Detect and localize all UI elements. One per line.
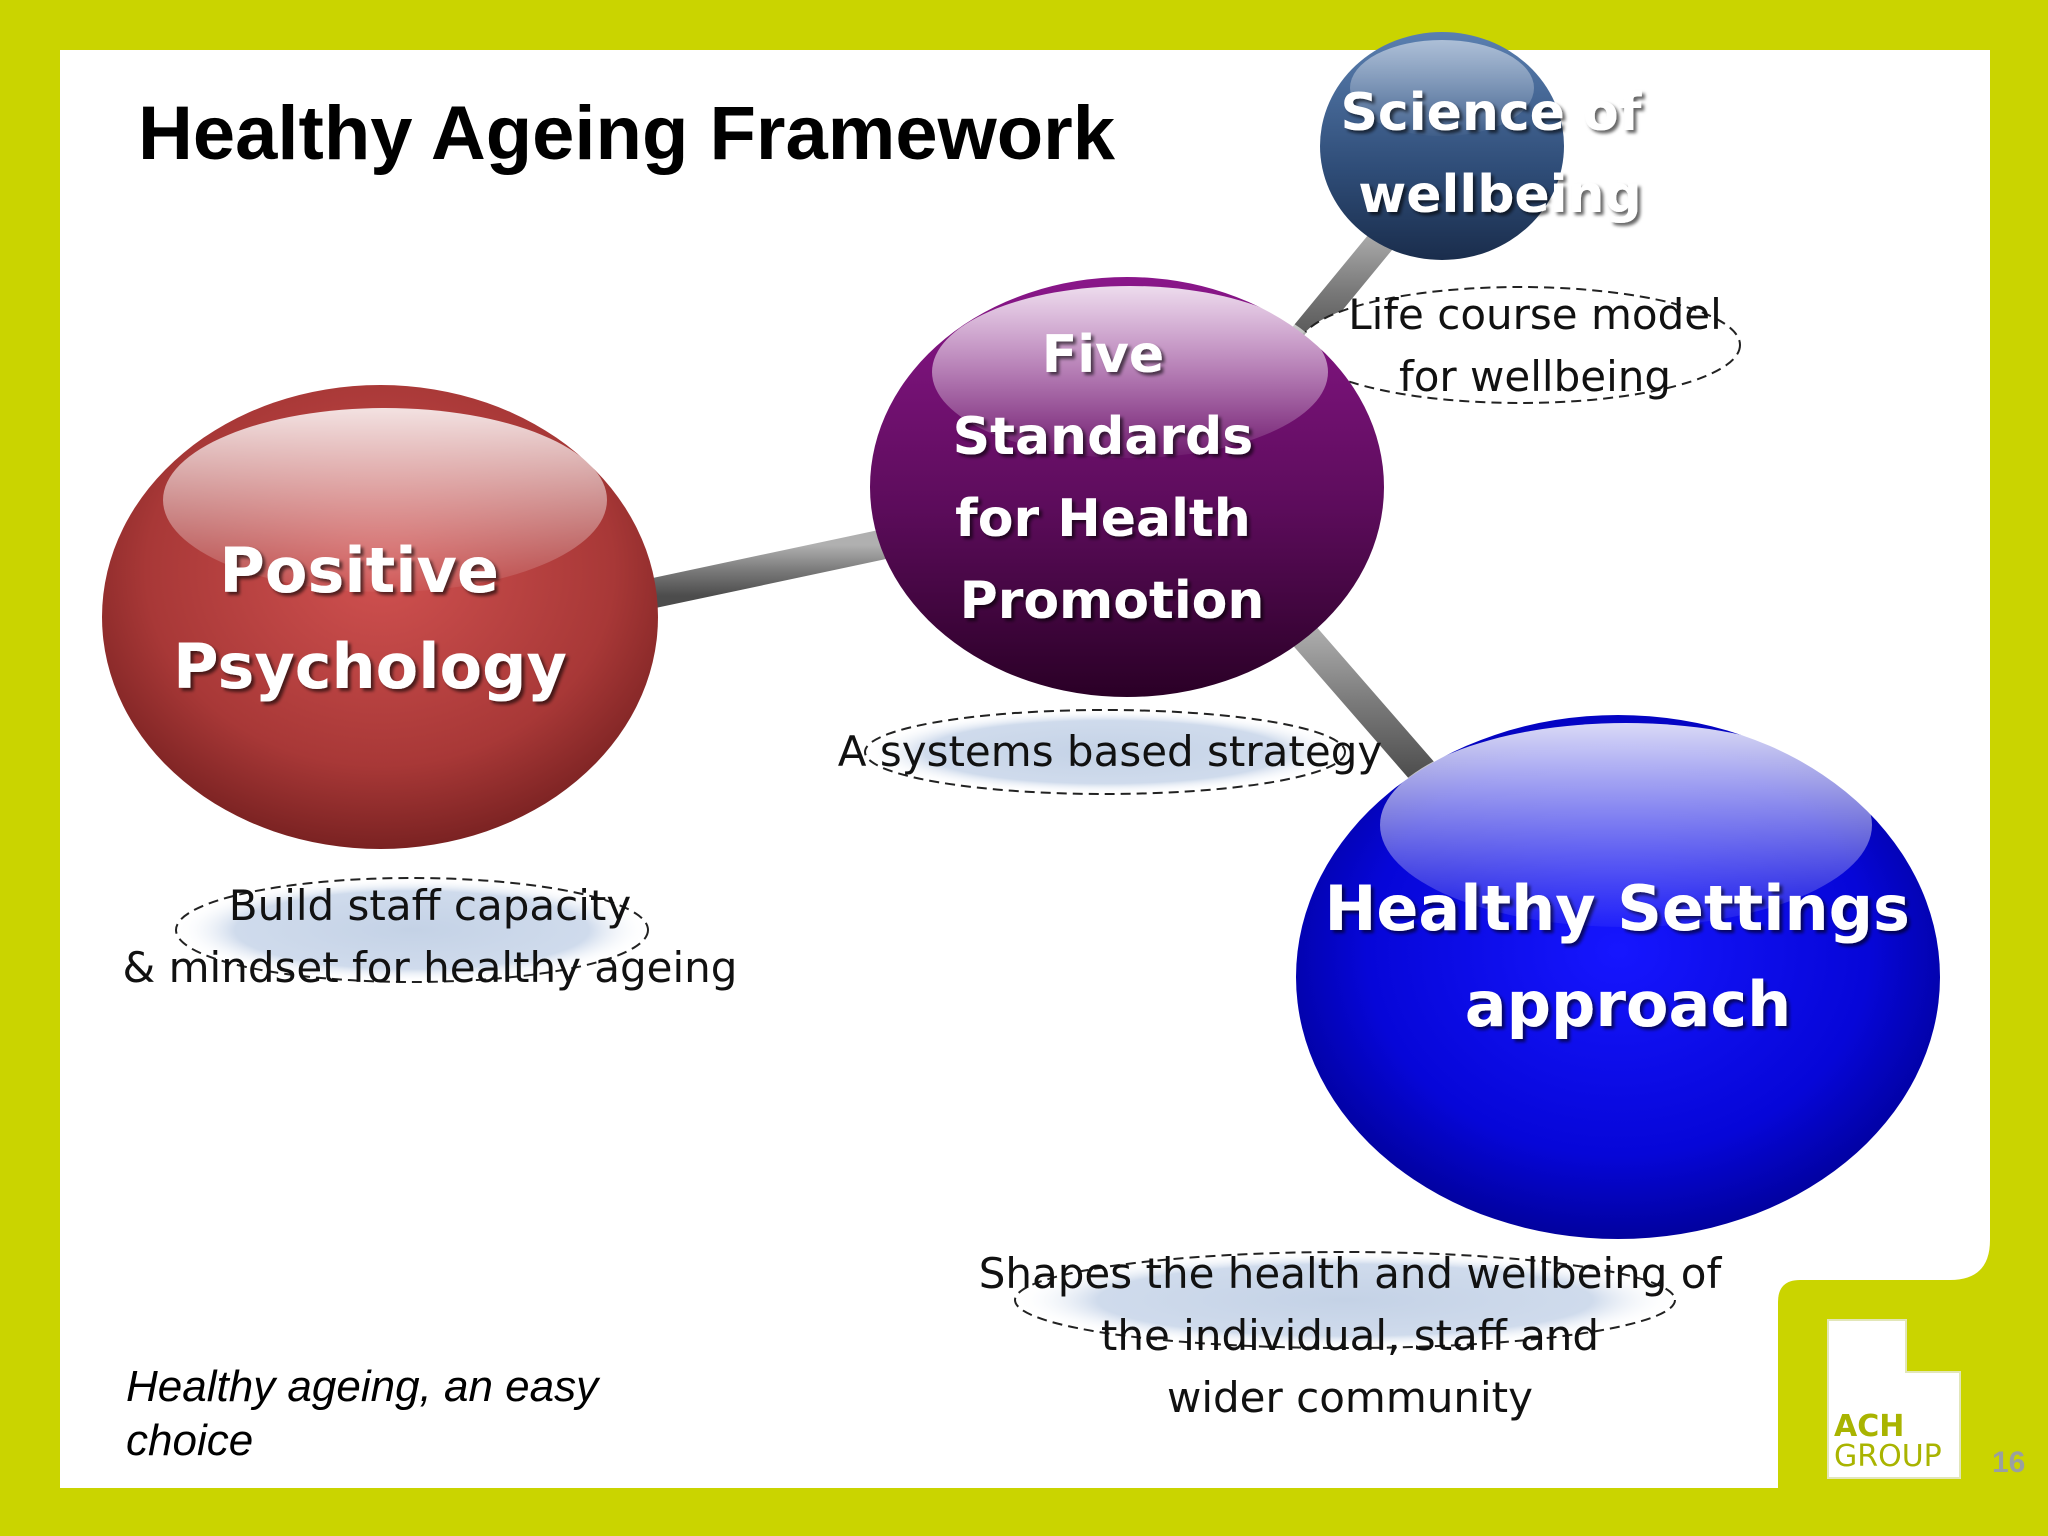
node-label-line: Psychology [173, 630, 567, 703]
node-label: Science of wellbeing [1340, 83, 1659, 225]
node-five-standards: Five Standards for Health Promotion [870, 277, 1384, 697]
sphere-highlight [1350, 40, 1534, 136]
node-label: Healthy Settings approach [1324, 872, 1931, 1041]
caption-five-standards: A systems based strategy [800, 721, 1420, 783]
caption-line: wider community [1167, 1373, 1533, 1422]
node-label-line: for Health [955, 489, 1251, 549]
caption-line: the individual, staff and [1100, 1311, 1600, 1360]
page-number: 16 [1992, 1446, 2026, 1479]
caption-line: A systems based strategy [837, 727, 1383, 776]
halo-science [1299, 286, 1741, 404]
node-label-line: Positive [219, 534, 499, 607]
sphere-highlight [163, 408, 607, 592]
halo-settings [1014, 1251, 1676, 1349]
node-label: Five Standards for Health Promotion [953, 325, 1272, 631]
logo-text-line1: ACH [1834, 1409, 1904, 1444]
caption-positive-psychology: Build staff capacity & mindset for healt… [70, 875, 790, 999]
tagline-line: choice [126, 1416, 254, 1465]
node-label-line: wellbeing [1358, 165, 1642, 225]
halo-psych [175, 877, 649, 983]
logo-shape [1827, 1319, 1961, 1479]
halo-five [864, 709, 1346, 795]
node-healthy-settings: Healthy Settings approach [1296, 715, 1940, 1239]
node-label-line: Science of [1340, 83, 1642, 143]
node-label-line: Standards [953, 407, 1254, 467]
node-label: Positive Psychology [173, 534, 567, 703]
tagline-line: Healthy ageing, an easy [126, 1362, 599, 1411]
caption-science-of-wellbeing: Life course model for wellbeing [1305, 284, 1765, 408]
caption-line: Build staff capacity [228, 881, 632, 930]
caption-halos [175, 286, 1741, 1349]
ach-group-logo: ACH GROUP [1827, 1319, 1961, 1479]
caption-line: & mindset for healthy ageing [122, 943, 738, 992]
node-label-line: Promotion [960, 571, 1265, 631]
node-label-line: approach [1465, 968, 1792, 1041]
node-label-line: Five [1042, 325, 1165, 385]
connector-five-settings [1280, 610, 1445, 795]
connector-psych-five [625, 530, 895, 611]
caption-healthy-settings: Shapes the health and wellbeing of the i… [935, 1243, 1765, 1429]
node-label-line: Healthy Settings [1324, 872, 1909, 945]
node-positive-psychology: Positive Psychology [102, 385, 658, 849]
node-science-of-wellbeing: Science of wellbeing [1320, 32, 1659, 260]
tagline: Healthy ageing, an easy choice [126, 1360, 598, 1468]
caption-line: for wellbeing [1398, 352, 1672, 401]
caption-line: Shapes the health and wellbeing of [978, 1249, 1722, 1298]
slide-title: Healthy Ageing Framework [138, 91, 1115, 176]
caption-line: Life course model [1348, 290, 1722, 339]
sphere-highlight [1380, 723, 1872, 927]
logo-text-line2: GROUP [1834, 1439, 1942, 1474]
sphere-highlight [932, 286, 1328, 458]
